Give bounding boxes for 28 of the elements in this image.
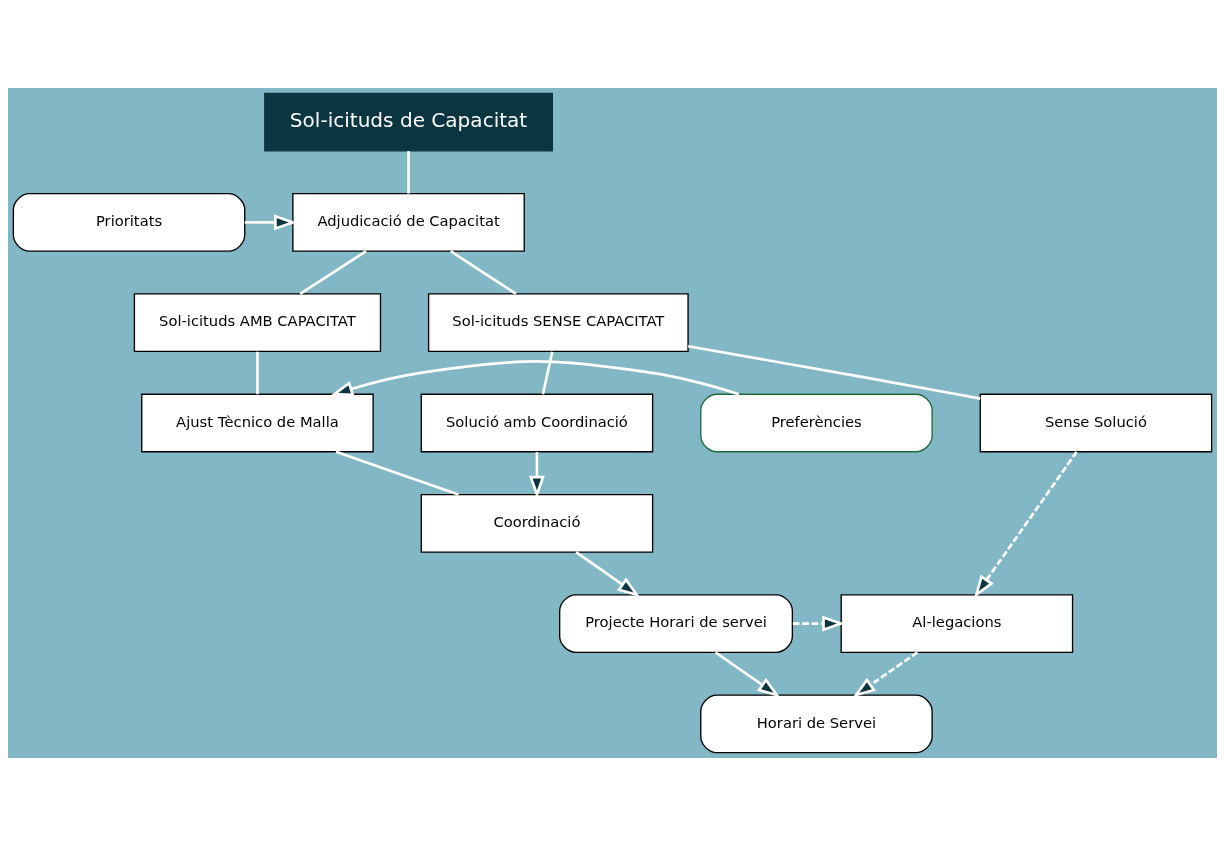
node-box: Sol-icituds AMB CAPACITAT <box>133 293 382 353</box>
arrow <box>330 360 740 397</box>
node-box: Sense Solució <box>979 393 1213 453</box>
connector <box>541 351 554 395</box>
node-box: Adjudicació de Capacitat <box>292 193 525 252</box>
connector <box>687 344 981 400</box>
node-box: Preferències <box>700 393 933 453</box>
node-box: Prioritats <box>12 193 246 252</box>
node-box: Projecte Horari de servei <box>559 594 794 653</box>
arrow <box>244 214 297 231</box>
connector <box>256 351 259 395</box>
node-box: Sol-icituds de Capacitat <box>264 92 553 152</box>
connector <box>335 450 459 496</box>
node-box: Coordinació <box>420 493 654 553</box>
node-box: Solució amb Coordinació <box>420 393 654 453</box>
node-box: Al-legacions <box>840 594 1074 653</box>
arrow <box>528 452 545 499</box>
node-box: Horari de Servei <box>700 694 933 754</box>
connector <box>449 250 517 295</box>
arrow <box>852 651 919 698</box>
node-box: Ajust Tècnico de Malla <box>141 393 374 453</box>
arrow <box>714 651 781 698</box>
arrow <box>974 451 1078 598</box>
connector <box>407 151 410 194</box>
connector <box>299 250 367 295</box>
arrow <box>575 551 641 597</box>
node-box: Sol-icituds SENSE CAPACITAT <box>427 293 689 353</box>
arrow <box>792 615 845 632</box>
